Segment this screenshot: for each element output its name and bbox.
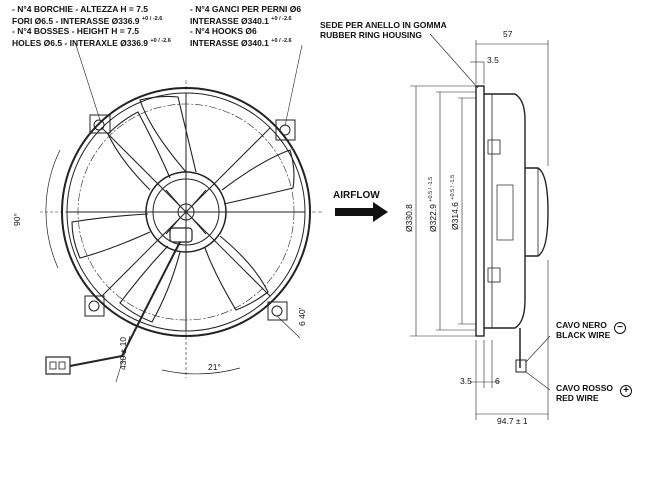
cable-length-line (115, 335, 131, 383)
red-wire-note: CAVO ROSSO RED WIRE (556, 383, 613, 403)
black-wire-note: CAVO NERO BLACK WIRE (556, 320, 610, 340)
hooks-leader (284, 44, 303, 127)
tolerance-314-6: +0.5 / -1.5 (450, 174, 457, 200)
tolerance-340: +0 / -2.6 (271, 16, 292, 22)
fan-front-view (40, 41, 322, 383)
cable-connector (45, 356, 71, 375)
red-wire-en: RED WIRE (556, 393, 599, 403)
dim-gap-3-5-bottom: 3.5 (460, 376, 472, 386)
angle-90-arc (45, 149, 61, 269)
holes-note-it: FORI Ø6.5 - INTERASSE Ø336.9 +0 / -2.6 (12, 15, 163, 26)
red-wire-it: CAVO ROSSO (556, 383, 613, 393)
holes-note-en: HOLES Ø6.5 - INTERAXLE Ø336.9 +0 / -2.6 (12, 37, 171, 48)
tolerance-336-en: +0 / -2.6 (150, 37, 171, 44)
dim-cable-length: 430 ± 10 (118, 336, 128, 370)
dim-depth-57: 57 (503, 29, 513, 39)
angle-21-arc (161, 367, 241, 375)
bosses-note: - N°4 BORCHIE - ALTEZZA H = 7.5 FORI Ø6.… (12, 4, 171, 48)
rubber-ring-note: SEDE PER ANELLO IN GOMMA RUBBER RING HOU… (320, 20, 447, 40)
dim-angle-6-40: 6 40' (297, 307, 307, 326)
motor-hub-inner (152, 178, 220, 246)
tolerance-336: +0 / -2.6 (141, 16, 163, 22)
tolerance-340-en: +0 / -2.6 (271, 37, 292, 44)
rubber-ring-en: RUBBER RING HOUSING (320, 30, 423, 40)
minus-terminal-icon: − (614, 322, 626, 334)
rubber-ring-it: SEDE PER ANELLO IN GOMMA (320, 20, 447, 30)
airflow-label: AIRFLOW (333, 190, 380, 201)
black-wire-it: CAVO NERO (556, 320, 607, 330)
bosses-note-it: - N°4 BORCHIE - ALTEZZA H = 7.5 (12, 4, 149, 14)
side-shroud (484, 93, 526, 329)
tolerance-322-9: +0.5 / -1.5 (428, 176, 435, 202)
power-cable (69, 241, 181, 367)
airflow-arrow (335, 202, 388, 222)
hooks-interasse-it: INTERASSE Ø340.1 +0 / -2.6 (190, 15, 292, 26)
motor-cooling-fins (156, 182, 216, 235)
dim-diameter-330-8: Ø330.8 (404, 204, 414, 232)
hooks-interasse-en: INTERASSE Ø340.1 +0 / -2.6 (190, 37, 292, 48)
motor-hub-outer (145, 171, 227, 253)
black-wire-en: BLACK WIRE (556, 330, 611, 340)
dim-angle-90: 90° (12, 213, 22, 226)
fan-side-view (410, 33, 551, 420)
hooks-note-it: - N°4 GANCI PER PERNI Ø6 (190, 4, 302, 14)
fan-blades (71, 95, 295, 323)
bosses-leader (74, 41, 101, 121)
hooks-note: - N°4 GANCI PER PERNI Ø6 INTERASSE Ø340.… (190, 4, 301, 48)
side-dimension-lines (410, 33, 551, 420)
plus-terminal-icon: + (620, 385, 632, 397)
bosses-note-en: - N°4 BOSSES - HEIGHT H = 7.5 (12, 25, 139, 36)
side-flange (475, 85, 485, 337)
mounting-bosses (84, 114, 296, 321)
dim-gap-6: 6 (495, 376, 500, 386)
dim-diameter-322-9: Ø322.9 +0.5 / -1.5 (428, 176, 438, 232)
side-motor (525, 167, 549, 257)
dim-angle-21: 21° (208, 362, 221, 372)
dim-total-depth: 94.7 ± 1 (497, 416, 528, 426)
hub-cable-outlet (169, 227, 193, 243)
dim-diameter-314-6: Ø314.6 +0.5 / -1.5 (450, 174, 460, 230)
hooks-note-en: - N°4 HOOKS Ø6 (190, 25, 257, 36)
motor-label (496, 184, 514, 241)
dim-gap-3-5-top: 3.5 (487, 55, 499, 65)
